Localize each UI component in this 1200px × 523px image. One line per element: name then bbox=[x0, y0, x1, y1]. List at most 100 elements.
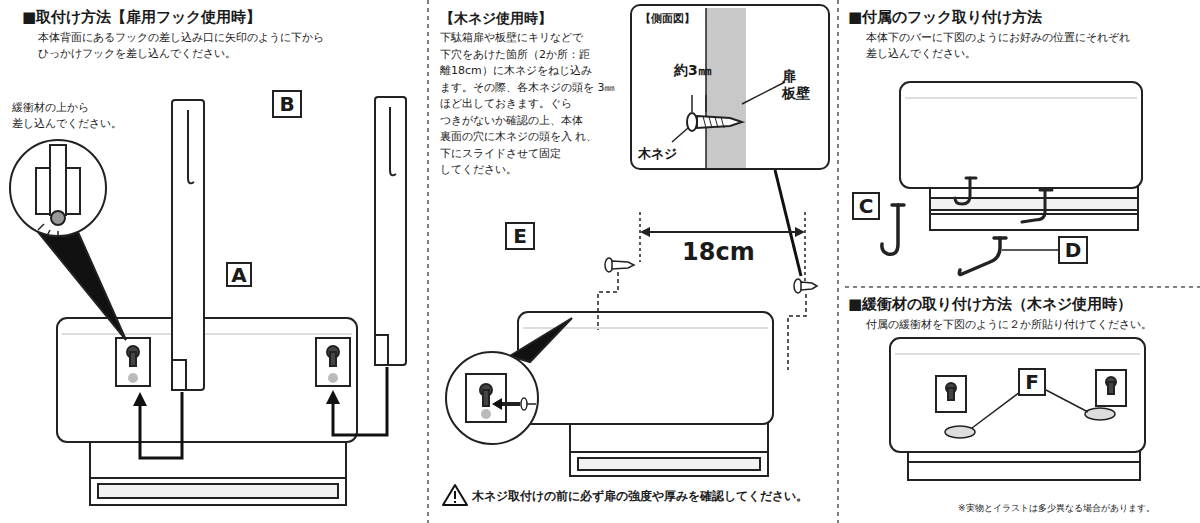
part-letter: F bbox=[1025, 372, 1039, 392]
leader-line bbox=[1046, 390, 1088, 412]
detail-callout bbox=[50, 145, 66, 215]
note-text: 下駄箱扉や板壁にキリなどで 下穴をあけた箇所（2か所：距 離18cm）に木ネジを… bbox=[440, 30, 622, 179]
detail-callout bbox=[10, 140, 126, 340]
door-hook bbox=[172, 97, 406, 390]
warning-icon bbox=[443, 485, 467, 505]
note-text: ※実物とイラストは多少異なる場合があります。 bbox=[958, 502, 1198, 515]
cushion-pad bbox=[1085, 408, 1115, 420]
inset-text: 木ネジ bbox=[638, 146, 718, 162]
bar-hook bbox=[1040, 189, 1052, 192]
side-view-drawing bbox=[672, 128, 688, 142]
wood-screw bbox=[801, 282, 817, 290]
cabinet-drawing bbox=[578, 458, 760, 470]
leader-line bbox=[1002, 249, 1058, 251]
dimension-line bbox=[639, 212, 641, 262]
mount-slot bbox=[116, 338, 150, 386]
detail-callout bbox=[10, 140, 106, 236]
cabinet-drawing bbox=[1108, 382, 1114, 394]
heading-text: ■取付け方法【扉用フック使用時】 bbox=[22, 7, 422, 29]
warning-icon bbox=[454, 491, 456, 499]
leader-line bbox=[775, 170, 801, 276]
inset-text: 約3㎜ bbox=[674, 62, 744, 79]
part-letter: B bbox=[279, 94, 294, 114]
insert-arrow bbox=[140, 367, 387, 458]
note-text: 本体背面にあるフックの差し込み口に矢印のように下から ひっかけフックを差し込んで… bbox=[38, 30, 348, 62]
part-letter: A bbox=[231, 265, 246, 285]
dimension-line bbox=[804, 212, 806, 282]
dimension-line bbox=[642, 231, 803, 233]
note-text: 本体下のバーに下図のようにお好みの位置にそれぞれ 差し込んでください。 bbox=[866, 30, 1156, 62]
dimension-line bbox=[640, 212, 805, 282]
door-hook bbox=[172, 360, 186, 390]
wood-screw bbox=[612, 261, 634, 269]
cabinet-drawing bbox=[930, 214, 1138, 230]
cabinet-drawing bbox=[948, 388, 954, 400]
heading-text: 【木ネジ使用時】 bbox=[440, 8, 620, 28]
warning-icon bbox=[454, 501, 456, 503]
guide-dash bbox=[788, 294, 806, 370]
arrow-head bbox=[133, 392, 147, 406]
note-text: 緩衝材の上から 差し込んでください。 bbox=[12, 100, 142, 132]
cabinet-drawing bbox=[98, 484, 338, 498]
guide-dash bbox=[598, 272, 806, 370]
detail-callout bbox=[527, 403, 536, 405]
detail-callout bbox=[47, 230, 50, 236]
section-divider bbox=[845, 286, 1200, 288]
leader-line bbox=[972, 392, 1020, 428]
heading-text: 木ネジ取付けの前に必ず扉の強度や厚みを確認してください。 bbox=[472, 488, 832, 505]
insert-arrow bbox=[333, 367, 387, 435]
detail-callout bbox=[510, 318, 572, 362]
hook-part bbox=[959, 238, 1000, 275]
detail-callout bbox=[38, 232, 126, 340]
cabinet-drawing bbox=[570, 452, 768, 476]
mount-slot bbox=[316, 338, 350, 386]
dimension-label: 18cm bbox=[682, 235, 772, 270]
door-hook bbox=[375, 335, 388, 365]
hook-part bbox=[892, 203, 904, 207]
cabinet-drawing bbox=[890, 338, 1145, 480]
mount-slot bbox=[116, 338, 350, 386]
part-letter: D bbox=[1065, 240, 1082, 260]
part-letter-box: C bbox=[852, 192, 880, 220]
section-divider bbox=[427, 0, 429, 523]
inset-text: 扉 板壁 bbox=[782, 68, 822, 102]
bar-hook bbox=[1022, 190, 1045, 222]
bar-hook bbox=[966, 177, 976, 180]
cabinet-drawing bbox=[900, 82, 1142, 188]
part-letter-box: A bbox=[226, 262, 252, 287]
side-view-inset: 【側面図】約3㎜ 扉 板壁木ネジ bbox=[630, 4, 830, 170]
door-hook bbox=[172, 100, 204, 390]
part-letter-box: E bbox=[505, 222, 535, 250]
bar-hook bbox=[955, 178, 1052, 222]
cabinet-drawing bbox=[1096, 370, 1126, 406]
cabinet-drawing bbox=[518, 312, 773, 476]
mount-slot bbox=[328, 373, 338, 383]
cushion-pad bbox=[945, 408, 1115, 438]
side-view-drawing bbox=[705, 8, 707, 168]
warning-icon bbox=[443, 485, 467, 505]
cushion-pad bbox=[945, 426, 975, 438]
guide-dash bbox=[598, 272, 618, 330]
part-letter: C bbox=[859, 196, 874, 216]
inset-text: 【側面図】 bbox=[640, 12, 750, 25]
detail-callout bbox=[492, 398, 502, 410]
arrow-head bbox=[133, 390, 340, 406]
side-view-drawing bbox=[697, 116, 742, 128]
mount-slot bbox=[330, 352, 336, 366]
detail-callout bbox=[446, 318, 572, 444]
heading-text: ■緩衝材の取り付け方法（木ネジ使用時） bbox=[848, 294, 1198, 316]
side-view-drawing bbox=[672, 8, 785, 168]
detail-callout bbox=[38, 224, 44, 230]
side-view-drawing bbox=[703, 116, 724, 128]
heading-text: ■付属のフック取り付け方法 bbox=[848, 7, 1188, 29]
hook-part bbox=[882, 205, 1006, 275]
dimension-line bbox=[795, 227, 805, 237]
cabinet-drawing bbox=[890, 338, 1145, 452]
cabinet-drawing bbox=[90, 478, 346, 505]
part-letter-box: F bbox=[1018, 368, 1046, 396]
detail-callout bbox=[446, 352, 538, 444]
cabinet-drawing bbox=[57, 318, 357, 505]
side-view-drawing bbox=[691, 95, 693, 112]
detail-callout bbox=[51, 211, 65, 225]
